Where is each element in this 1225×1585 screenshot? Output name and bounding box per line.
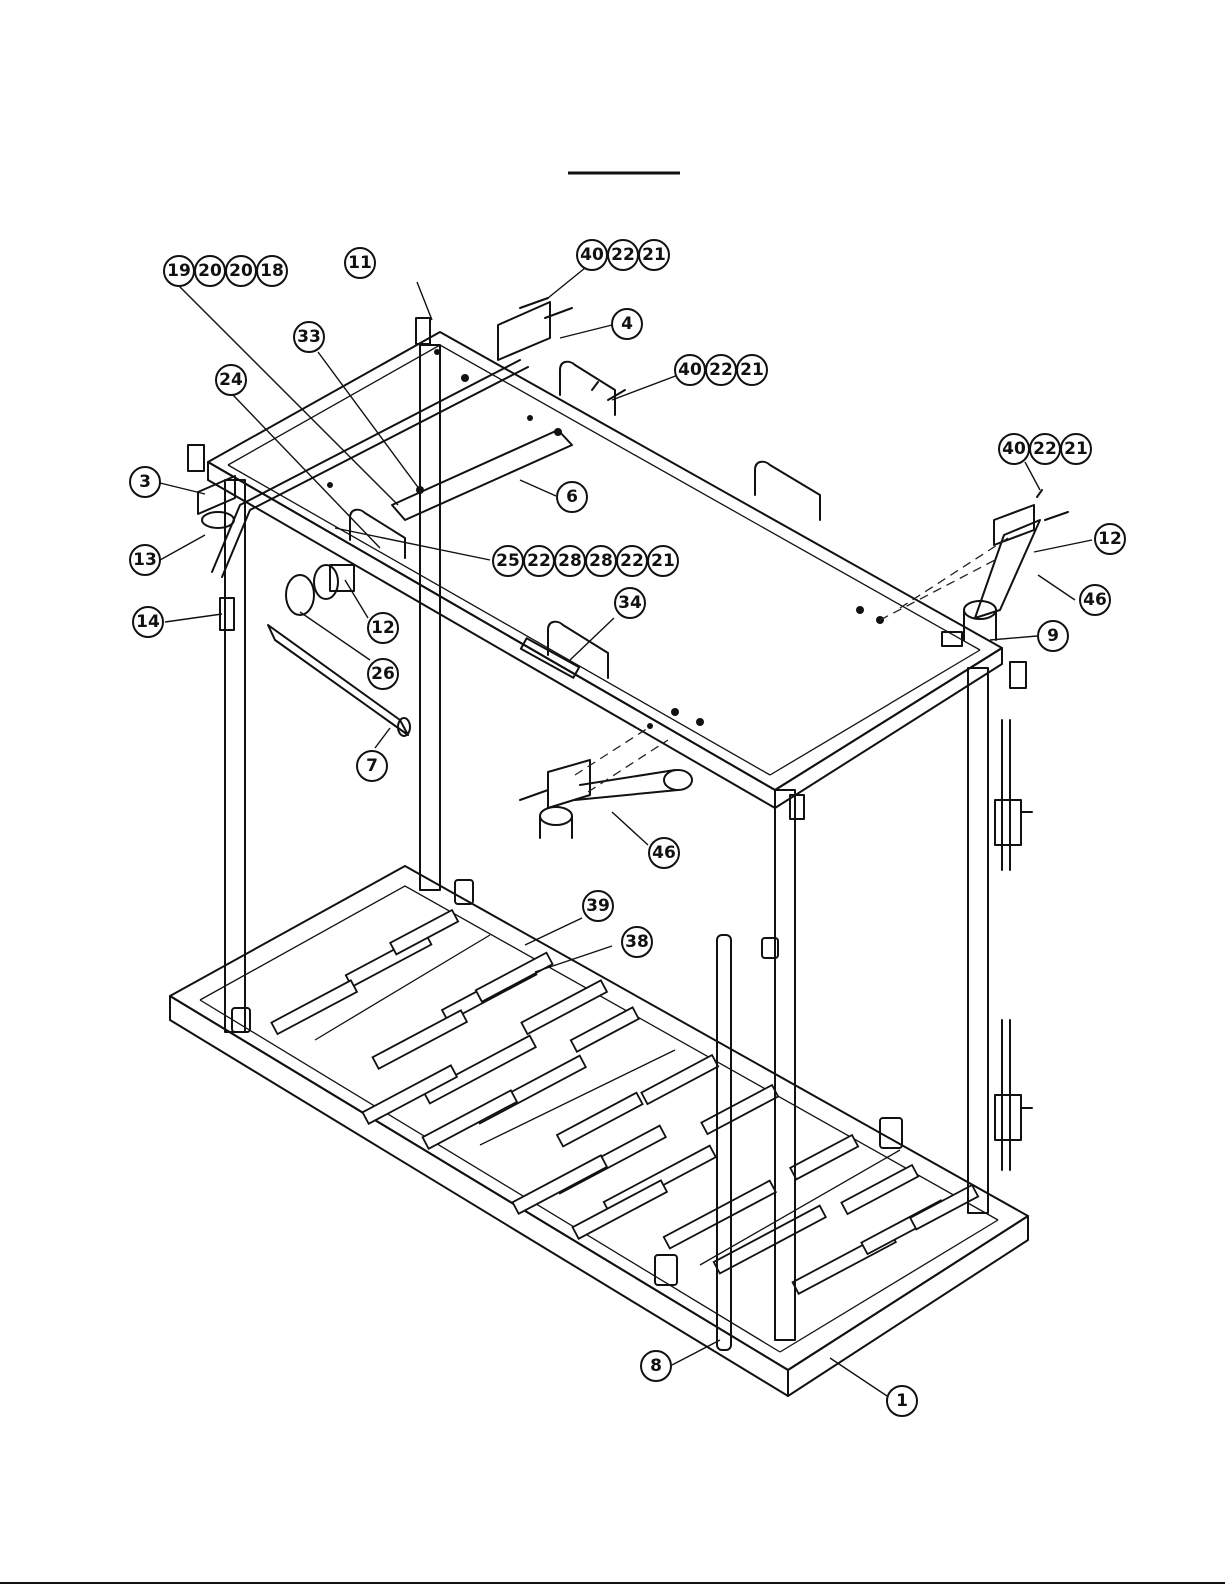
callout-label: 22 [1033,439,1057,459]
callout-4: 4 [612,309,642,339]
bracket-46-right [880,505,1040,640]
callout-34: 34 [615,588,645,618]
callout-label: 39 [586,896,610,916]
callout-label: 12 [371,618,395,638]
callout-label: 22 [611,245,635,265]
callout-label: 20 [198,261,222,281]
callout-label: 3 [139,472,151,492]
callout-8: 8 [641,1351,671,1381]
hardware [198,302,1032,1350]
callout-label: 8 [650,1356,662,1376]
base-frame [170,866,1028,1396]
callout-label: 46 [1083,590,1107,610]
callout-label: 38 [625,932,649,952]
callout-label: 20 [229,261,253,281]
callout-7: 7 [357,751,387,781]
callout-46-mid: 46 [649,838,679,868]
callout-label: 34 [618,593,642,613]
callout-3: 3 [130,467,160,497]
callout-9: 9 [1038,621,1068,651]
callout-19-20-20-18: 19 20 20 18 [164,256,287,286]
callout-label: 19 [167,261,191,281]
callout-13: 13 [130,545,160,575]
callout-label: 21 [651,551,675,571]
callout-label: 21 [740,360,764,380]
callout-label: 33 [297,327,321,347]
callout-label: 4 [621,314,633,334]
callout-1: 1 [887,1386,917,1416]
callout-40-22-21-top: 40 22 21 [577,240,669,270]
callout-label: 21 [1064,439,1088,459]
callout-26: 26 [368,659,398,689]
callout-label: 12 [1098,529,1122,549]
callout-label: 11 [348,253,372,273]
callout-label: 21 [642,245,666,265]
callout-label: 9 [1047,626,1059,646]
callout-label: 7 [366,756,378,776]
callout-label: 13 [133,550,157,570]
callout-label: 22 [709,360,733,380]
callout-label: 1 [896,1391,908,1411]
callout-24: 24 [216,365,246,395]
callout-label: 22 [620,551,644,571]
callout-12-left: 12 [368,613,398,643]
callout-33: 33 [294,322,324,352]
callout-label: 14 [136,612,160,632]
callout-label: 22 [527,551,551,571]
callout-25-22-28-28-22-21: 25 22 28 28 22 21 [493,546,678,576]
callout-label: 24 [219,370,243,390]
callout-label: 18 [260,261,284,281]
callout-label: 6 [566,487,578,507]
callout-label: 25 [496,551,520,571]
callout-38: 38 [622,927,652,957]
callout-label: 40 [1002,439,1026,459]
callout-label: 40 [580,245,604,265]
callout-label: 26 [371,664,395,684]
callout-39: 39 [583,891,613,921]
callout-14: 14 [133,607,163,637]
callout-label: 46 [652,843,676,863]
callout-40-22-21-right: 40 22 21 [999,434,1091,464]
callout-12-right: 12 [1095,524,1125,554]
callout-11: 11 [345,248,375,278]
callout-label: 28 [558,551,582,571]
callout-6: 6 [557,482,587,512]
callout-label: 40 [678,360,702,380]
callout-46-right: 46 [1080,585,1110,615]
floor-cleats [271,910,978,1294]
bracket-46-mid [540,728,692,838]
callout-label: 28 [589,551,613,571]
callout-40-22-21-middle: 40 22 21 [675,355,767,385]
